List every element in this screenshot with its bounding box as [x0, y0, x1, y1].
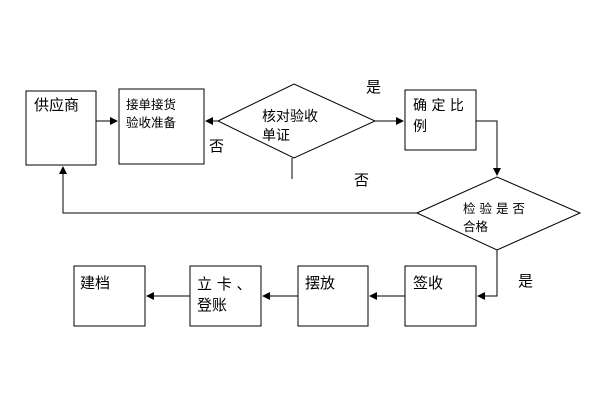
inspection-label-line2: 合格: [463, 219, 489, 234]
edge-label-inspection-yes: 是: [518, 272, 533, 290]
sign-node: 签收: [404, 265, 477, 327]
receive-prep-node: 接单接货 验收准备: [118, 88, 205, 165]
determine-ratio-node: 确 定 比 例: [404, 89, 477, 151]
supplier-node: 供应商: [25, 90, 97, 166]
archive-label: 建档: [80, 274, 110, 292]
determine-ratio-label-line1: 确 定 比: [413, 98, 464, 114]
card-account-node: 立 卡 、 登账: [189, 265, 262, 327]
sign-label: 签收: [413, 274, 443, 292]
archive-box: [73, 265, 146, 327]
inspection-label-line1: 检 验 是 否: [463, 201, 525, 216]
place-node: 摆放: [297, 265, 369, 327]
place-label: 摆放: [305, 274, 335, 292]
verify-documents-label-line1: 核对验收: [262, 109, 318, 125]
determine-ratio-box: [404, 89, 477, 151]
supplier-box: [25, 90, 97, 166]
card-account-label-line1: 立 卡 、: [197, 275, 252, 293]
receive-prep-label-line2: 验收准备: [126, 115, 177, 130]
edge-label-inspection-no: 否: [354, 171, 369, 189]
inspection-node: 检 验 是 否 合格: [415, 176, 582, 251]
edge-label-verify-no: 否: [209, 137, 224, 155]
card-account-label-line2: 登账: [197, 296, 227, 314]
receive-prep-box: [118, 88, 205, 165]
supplier-label: 供应商: [34, 96, 79, 114]
verify-documents-label-line2: 单证: [262, 128, 290, 144]
edge-inspection-yes-to-sign: [477, 250, 498, 300]
edge-ratio-to-inspection: [476, 120, 501, 176]
archive-node: 建档: [73, 265, 146, 327]
determine-ratio-label-line2: 例: [413, 119, 427, 135]
receive-prep-label-line1: 接单接货: [126, 97, 176, 112]
edge-label-verify-yes: 是: [366, 78, 381, 96]
edge-inspection-no-to-supplier: [59, 166, 417, 214]
verify-documents-node: 核对验收 单证: [216, 83, 377, 159]
inspection-diamond: [415, 176, 582, 251]
